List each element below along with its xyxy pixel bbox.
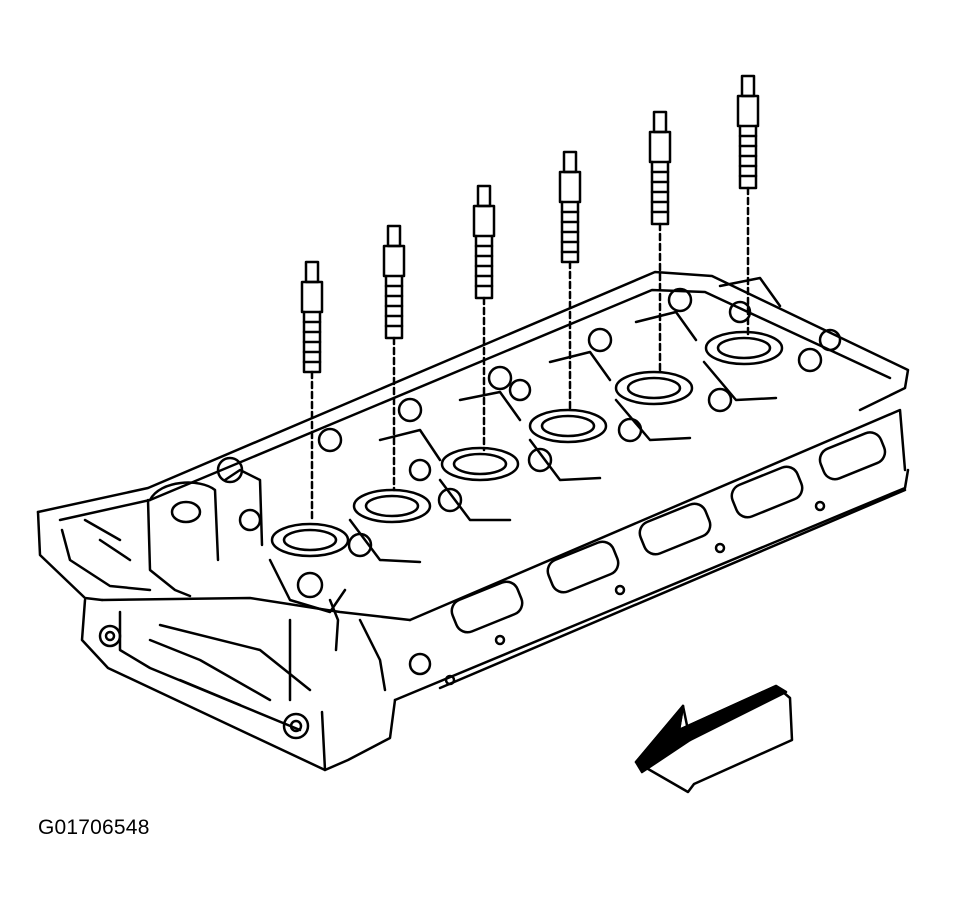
- spark-plug-2: [382, 224, 406, 492]
- front-of-engine-arrow: [634, 684, 794, 794]
- spark-plug-3: [472, 184, 496, 452]
- cylinder-head-body: [36, 270, 910, 772]
- figure-id-label: G01706548: [38, 816, 150, 839]
- exhaust-ports: [444, 431, 887, 686]
- spark-plug-5: [648, 110, 672, 376]
- spark-plugs: [300, 74, 760, 522]
- valvetrain-details: [216, 276, 842, 692]
- spark-plug-1: [300, 260, 324, 522]
- spark-plug-6: [736, 74, 760, 336]
- timing-cover-area: [60, 468, 264, 598]
- spark-plug-4: [558, 150, 582, 414]
